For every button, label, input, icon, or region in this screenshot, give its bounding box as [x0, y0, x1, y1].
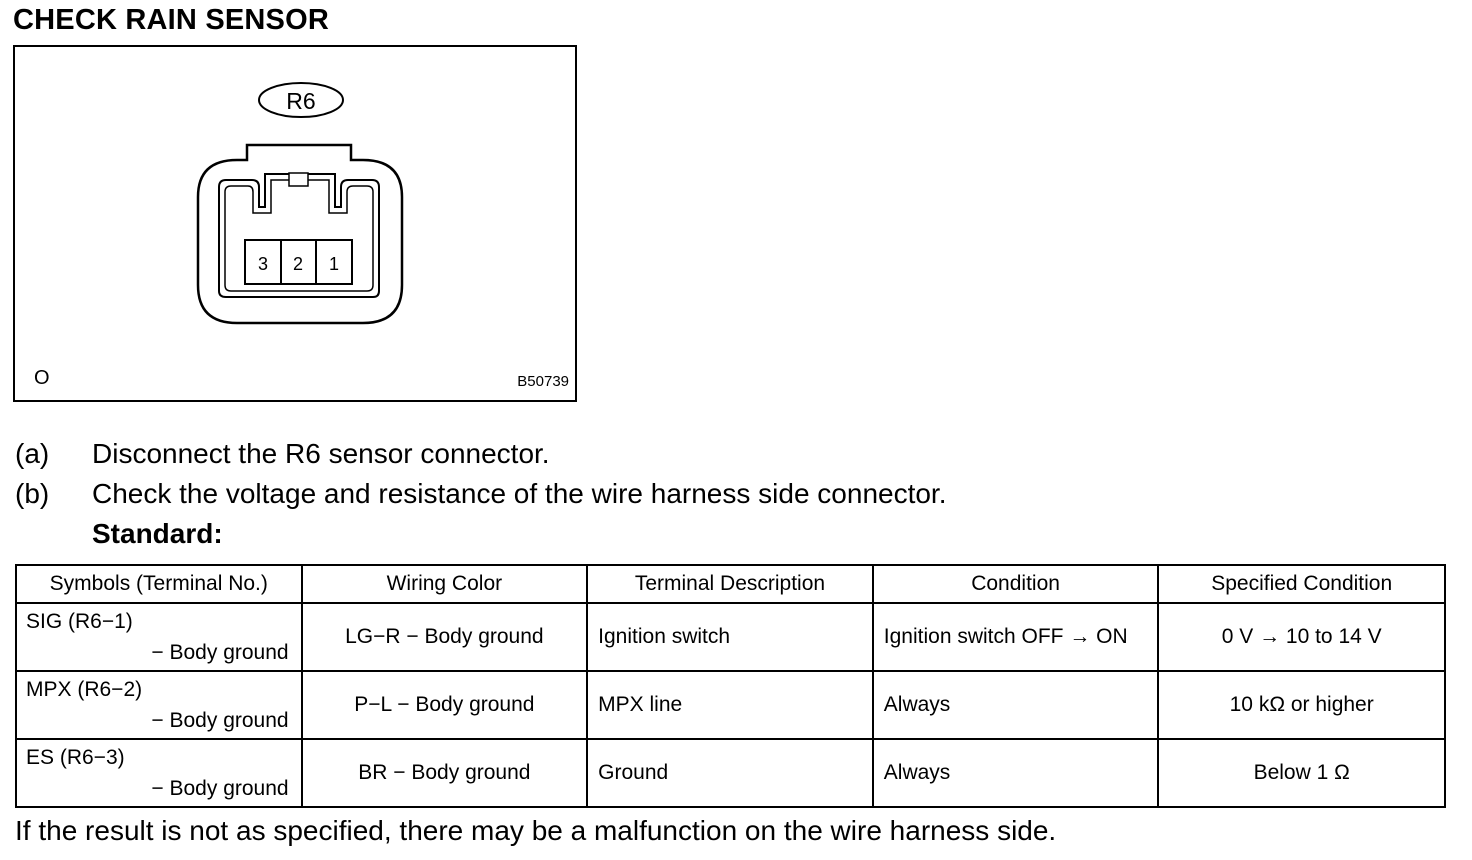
pin-2: 2 — [293, 254, 303, 274]
cell-condition: Always — [871, 670, 1160, 740]
cell-spec: 0 V → 10 to 14 V — [1157, 602, 1446, 672]
cell-symbol: SIG (R6−1)− Body ground — [15, 602, 303, 672]
result-note: If the result is not as specified, there… — [15, 815, 1057, 846]
figure-corner-mark: O — [34, 367, 50, 389]
header-terminal-description: Terminal Description — [586, 564, 874, 604]
cell-symbol: MPX (R6−2)− Body ground — [15, 670, 303, 740]
cell-spec: 10 kΩ or higher — [1157, 670, 1446, 740]
connector-latch-tab — [288, 172, 309, 187]
step-b-label: (b) — [15, 478, 50, 509]
cell-condition: Ignition switch OFF → ON — [871, 602, 1160, 672]
pin-block — [244, 239, 353, 285]
cell-description: Ignition switch — [586, 602, 874, 672]
table-row: ES (R6−3)− Body ground BR − Body ground … — [15, 738, 1446, 808]
connector-diagram: R6 3 2 1 — [196, 82, 404, 325]
cell-wiring: BR − Body ground — [300, 738, 589, 808]
pin-1: 1 — [329, 254, 339, 274]
header-wiring-color: Wiring Color — [300, 564, 589, 604]
standard-label: Standard: — [92, 518, 223, 549]
cell-description: Ground — [586, 738, 874, 808]
table-row: MPX (R6−2)− Body ground P−L − Body groun… — [15, 670, 1446, 740]
connector-inner-outline — [218, 173, 380, 298]
header-specified-condition: Specified Condition — [1157, 564, 1446, 604]
cell-spec: Below 1 Ω — [1157, 738, 1446, 808]
table-header-row: Symbols (Terminal No.) Wiring Color Term… — [15, 564, 1446, 604]
pin-3: 3 — [258, 254, 268, 274]
connector-inner-outline-2 — [224, 179, 374, 292]
connector-label: R6 — [286, 88, 315, 114]
step-a-text: Disconnect the R6 sensor connector. — [92, 438, 550, 469]
cell-condition: Always — [871, 738, 1160, 808]
cell-wiring: P−L − Body ground — [300, 670, 589, 740]
connector-figure: R6 3 2 1 O B50739 — [13, 45, 577, 402]
step-a-label: (a) — [15, 438, 50, 469]
spec-table: Symbols (Terminal No.) Wiring Color Term… — [15, 564, 1446, 808]
header-condition: Condition — [871, 564, 1160, 604]
table-row: SIG (R6−1)− Body ground LG−R − Body grou… — [15, 602, 1446, 672]
header-symbols: Symbols (Terminal No.) — [15, 564, 303, 604]
cell-symbol: ES (R6−3)− Body ground — [15, 738, 303, 808]
step-a: (a) Disconnect the R6 sensor connector. — [15, 438, 550, 470]
cell-wiring: LG−R − Body ground — [300, 602, 589, 672]
step-b-text: Check the voltage and resistance of the … — [92, 478, 947, 509]
page-title: CHECK RAIN SENSOR — [13, 4, 329, 36]
step-b: (b) Check the voltage and resistance of t… — [15, 478, 947, 510]
figure-code: B50739 — [517, 373, 569, 390]
connector-label-ellipse — [258, 82, 344, 118]
connector-housing — [196, 143, 404, 325]
cell-description: MPX line — [586, 670, 874, 740]
